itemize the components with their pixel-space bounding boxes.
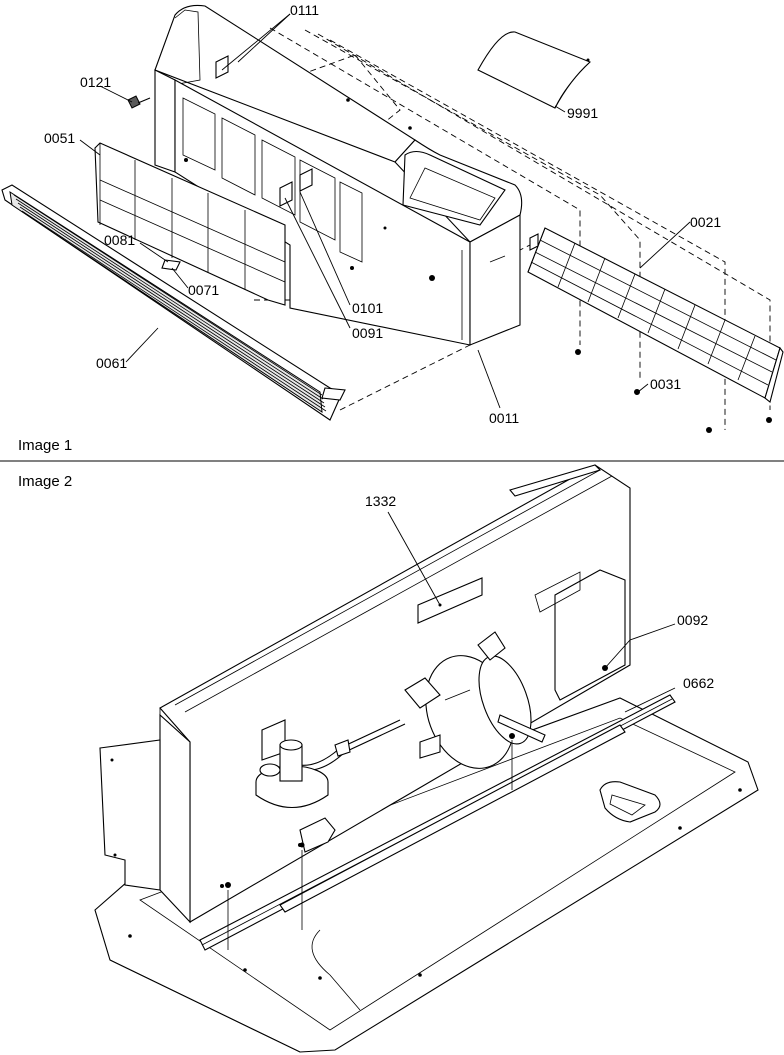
screws-0031 [575,349,772,433]
capacitor-assembly [255,719,329,809]
panel-caption: Image 2 [18,473,72,490]
part-label: 0061 [96,355,127,371]
part-label: 0101 [352,300,383,316]
panel-image-2: 1332 0092 0662 Image 2 [18,464,759,1053]
part-label: 1332 [365,493,396,509]
part-label: 0071 [188,282,219,298]
front-cabinet-0011 [154,4,539,346]
part-label: 0051 [44,130,75,146]
top-panel-9991 [477,31,592,109]
part-label: 0011 [489,410,519,426]
part-label: 0081 [104,232,135,248]
part-label: 0121 [80,74,111,90]
part-label: 0092 [677,612,708,628]
part-labels-panel-2: 1332 0092 0662 [365,493,714,691]
panel-caption: Image 1 [18,437,72,454]
part-label: 0091 [352,325,383,341]
part-label: 0031 [650,376,681,392]
rail-0662 [199,694,676,951]
air-filter-0051 [94,142,286,306]
panel-image-1: 0111 9991 0121 0051 0021 0081 0071 0101 … [1,2,784,454]
screw-0121 [127,95,151,109]
leader-lines-panel-1 [79,13,691,409]
front-grille-0061 [1,184,346,421]
part-label: 9991 [567,105,598,121]
part-label: 0111 [290,2,319,18]
part-label: 0662 [683,675,714,691]
part-label: 0021 [690,214,721,230]
leader-lines-panel-2 [387,511,676,713]
rear-grille-0021 [527,227,784,403]
side-bracket [99,739,161,891]
fan-motor [404,631,546,769]
part-labels-panel-1: 0111 9991 0121 0051 0021 0081 0071 0101 … [44,2,721,426]
